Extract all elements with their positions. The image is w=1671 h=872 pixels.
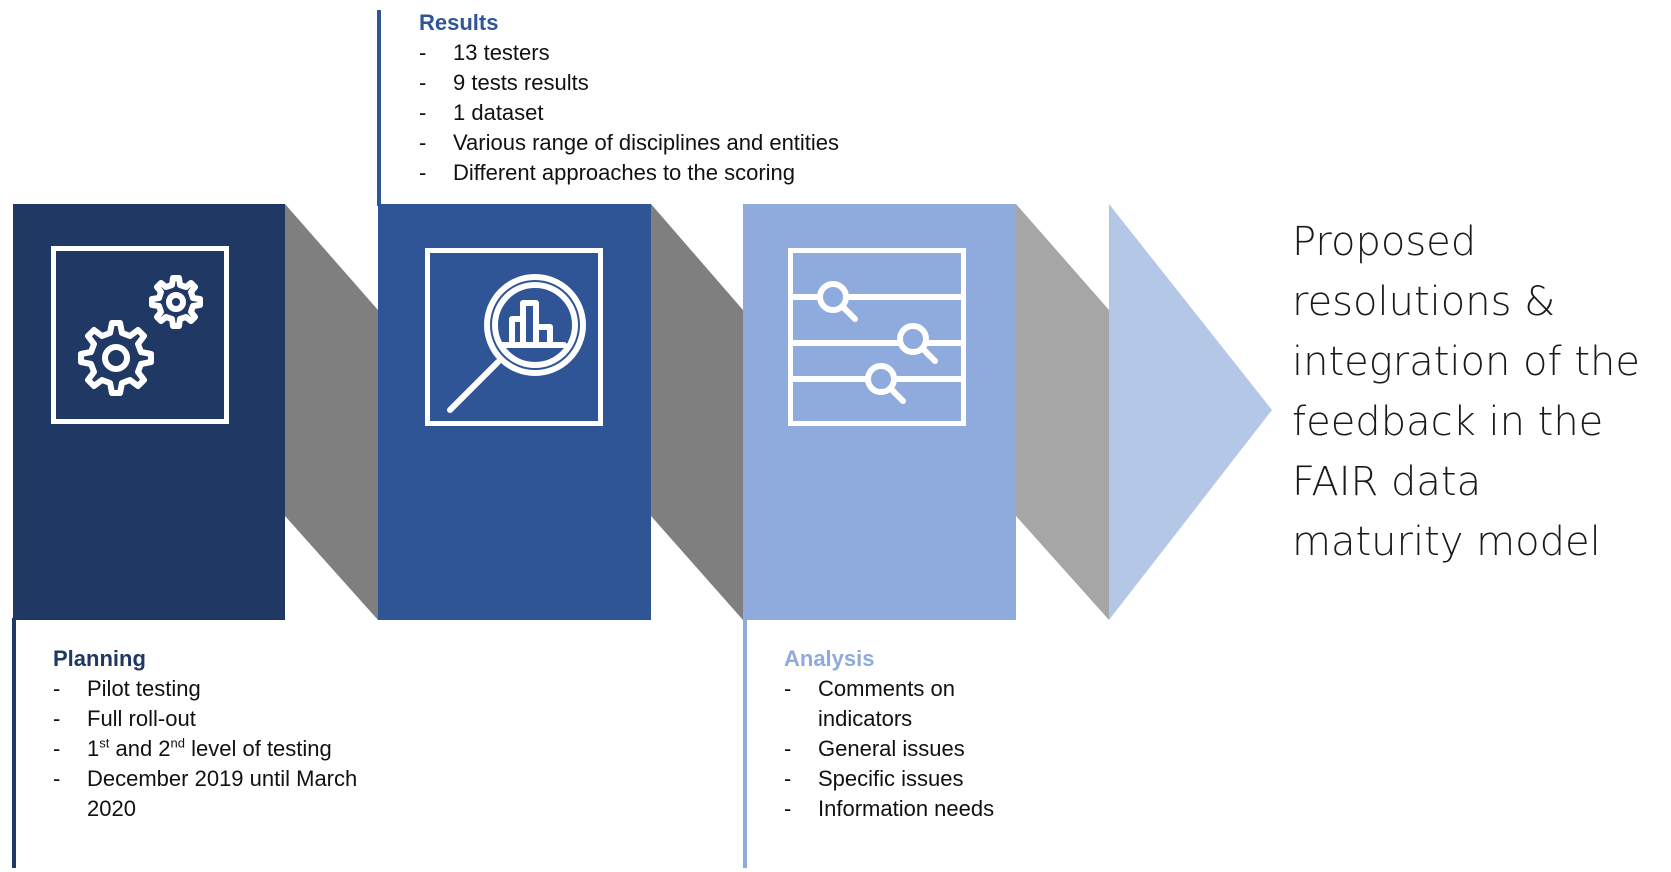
analysis-block [743,204,1016,620]
results-callout: Results 13 testers 9 tests results 1 dat… [419,8,979,188]
gears-icon [78,275,203,396]
final-arrow [1109,204,1272,620]
analysis-callout-bar [743,618,747,868]
list-item: Information needs [784,794,1004,824]
connector-analysis-final [1016,204,1109,620]
list-item: December 2019 until March 2020 [53,764,403,824]
list-item: Full roll-out [53,704,403,734]
planning-block [13,204,285,620]
list-item: 1st and 2nd level of testing [53,734,403,764]
list-item: Pilot testing [53,674,403,704]
level-sup-st: st [99,735,110,751]
results-callout-bar [377,10,381,206]
planning-icon-frame [51,246,229,424]
list-item: 13 testers [419,38,979,68]
results-list: 13 testers 9 tests results 1 dataset Var… [419,38,979,188]
connector-planning-results [285,204,378,620]
list-item: Various range of disciplines and entitie… [419,128,979,158]
results-title: Results [419,10,499,35]
analysis-icon-frame [788,248,966,426]
results-block [378,204,651,620]
list-item: General issues [784,734,1004,764]
list-item: Different approaches to the scoring [419,158,979,188]
planning-title: Planning [53,646,146,671]
level-mid: and 2 [109,736,171,761]
list-item: Comments on indicators [784,674,1004,734]
connector-results-analysis [651,204,743,620]
results-icon-frame [425,248,603,426]
list-item: Specific issues [784,764,1004,794]
planning-callout: Planning Pilot testing Full roll-out 1st… [53,644,403,824]
filter-list-icon [793,281,961,404]
planning-callout-bar [12,618,16,868]
magnifier-chart-icon [447,274,586,413]
level-prefix: 1 [87,736,100,761]
level-suffix: level of testing [185,736,332,761]
final-outcome-text: Proposed resolutions & integration of th… [1292,219,1640,565]
list-item: 1 dataset [419,98,979,128]
analysis-list: Comments on indicators General issues Sp… [784,674,1004,824]
analysis-title: Analysis [784,646,875,671]
level-sup-nd: nd [170,735,186,751]
list-item: 9 tests results [419,68,979,98]
planning-list: Pilot testing Full roll-out 1st and 2nd … [53,674,403,824]
analysis-callout: Analysis Comments on indicators General … [784,644,1004,824]
